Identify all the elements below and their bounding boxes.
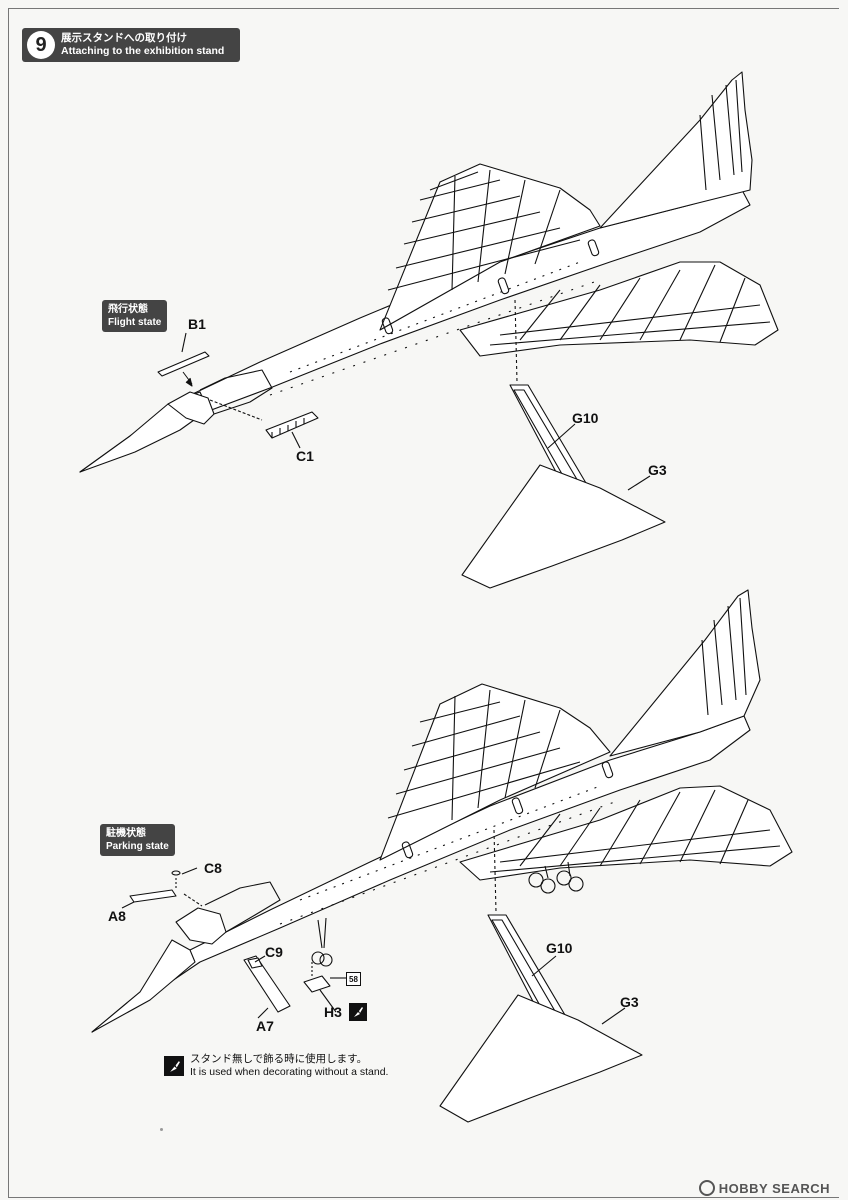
part-label-b1: B1 <box>188 316 206 332</box>
brush-icon <box>354 1007 363 1017</box>
main-landing-gear <box>528 861 584 894</box>
part-label-a7: A7 <box>256 1018 274 1034</box>
part-b1-flight <box>157 351 210 377</box>
note-text: スタンド無しで飾る時に使用します。 It is used when decora… <box>190 1053 388 1079</box>
reference-number-box: 58 <box>346 972 361 986</box>
parking-state-label-ja: 駐機状態 <box>106 828 146 839</box>
part-label-a8: A8 <box>108 908 126 924</box>
watermark-text: HOBBY SEARCH <box>718 1180 830 1196</box>
flight-state-tag: 飛行状態 Flight state <box>102 300 168 332</box>
part-c1-flight <box>265 411 319 439</box>
parking-state-label-en: Parking state <box>106 841 169 852</box>
watermark: HOBBY SEARCH <box>698 1180 830 1196</box>
note-text-ja: スタンド無しで飾る時に使用します。 <box>190 1053 368 1065</box>
step-header: 9 展示スタンドへの取り付け Attaching to the exhibiti… <box>22 28 240 62</box>
part-a8-parking <box>129 889 177 903</box>
nose-landing-gear <box>311 917 333 967</box>
step-title-ja: 展示スタンドへの取り付け <box>61 32 187 44</box>
flight-state-label-en: Flight state <box>108 317 162 328</box>
note-text-en: It is used when decorating without a sta… <box>190 1066 389 1078</box>
part-label-g3-parking: G3 <box>620 994 639 1010</box>
part-label-h3: H3 <box>324 1004 342 1020</box>
instruction-sheet-border <box>8 8 839 1198</box>
parking-state-tag: 駐機状態 Parking state <box>100 824 175 856</box>
part-label-c8: C8 <box>204 860 222 876</box>
step-title-en: Attaching to the exhibition stand <box>61 45 225 57</box>
part-a7-parking <box>243 955 291 1013</box>
step-title: 展示スタンドへの取り付け Attaching to the exhibition… <box>61 32 224 58</box>
note-brush-icon <box>164 1056 184 1076</box>
speck <box>160 1128 163 1131</box>
part-c8-parking <box>171 870 181 876</box>
aircraft-flight-state <box>79 71 779 473</box>
aircraft-parking-state <box>91 589 793 1033</box>
note-row: スタンド無しで飾る時に使用します。 It is used when decora… <box>164 1053 388 1079</box>
part-label-c1: C1 <box>296 448 314 464</box>
part-label-g10-parking: G10 <box>546 940 573 956</box>
decoration-use-icon <box>349 1003 367 1021</box>
stand-flight-state <box>461 299 666 589</box>
part-label-c9: C9 <box>265 944 283 960</box>
part-label-g3-flight: G3 <box>648 462 667 478</box>
step-number-badge: 9 <box>27 31 55 59</box>
flight-state-label-ja: 飛行状態 <box>108 304 148 315</box>
watermark-logo-icon <box>698 1180 715 1196</box>
part-label-g10-flight: G10 <box>572 410 599 426</box>
stand-parking-state <box>439 829 643 1123</box>
part-h3-parking <box>303 975 331 993</box>
